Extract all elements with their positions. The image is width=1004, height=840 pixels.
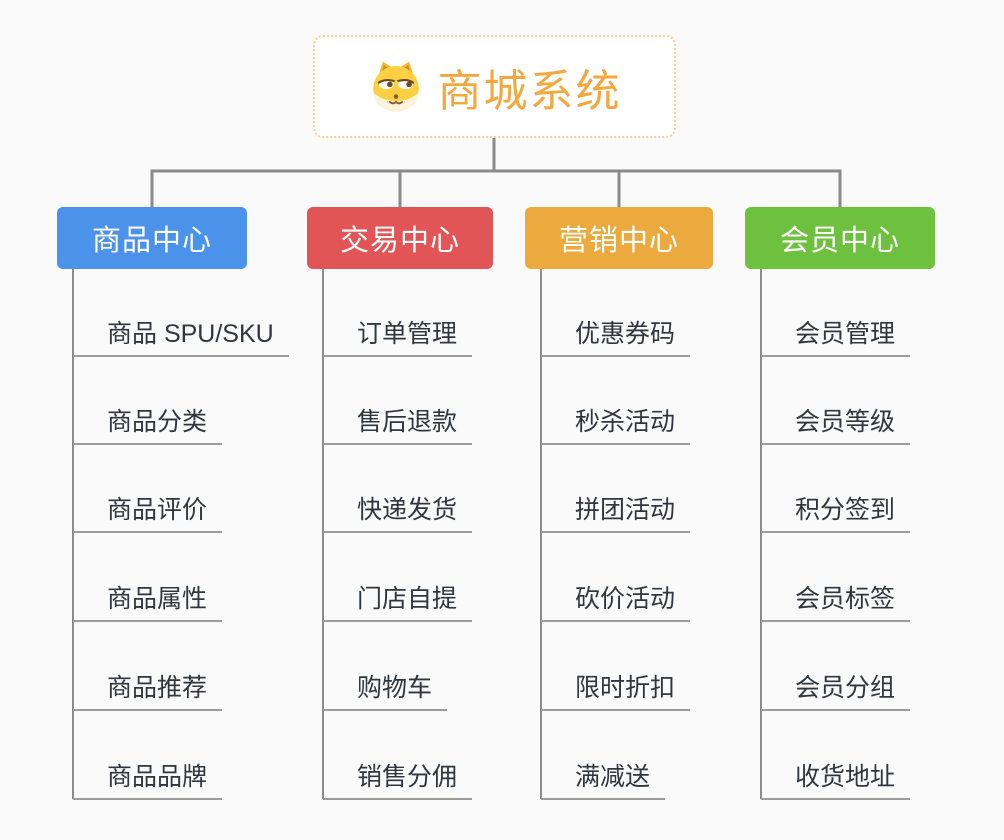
list-item[interactable]: 拼团活动 bbox=[541, 491, 691, 533]
list-item[interactable]: 商品品牌 bbox=[73, 758, 223, 800]
list-item[interactable]: 销售分佣 bbox=[323, 758, 473, 800]
list-item[interactable]: 会员标签 bbox=[761, 580, 911, 622]
root-node[interactable]: 商城系统 bbox=[313, 35, 676, 138]
page-title: 商城系统 bbox=[437, 66, 622, 116]
list-item[interactable]: 商品评价 bbox=[73, 491, 223, 533]
branch-node-marketing-center[interactable]: 营销中心 bbox=[525, 207, 713, 269]
dog-face-icon bbox=[372, 61, 419, 111]
list-item[interactable]: 门店自提 bbox=[323, 580, 473, 622]
list-item[interactable]: 售后退款 bbox=[323, 403, 473, 445]
list-item[interactable]: 优惠券码 bbox=[541, 315, 691, 357]
branch-node-product-center[interactable]: 商品中心 bbox=[57, 207, 247, 269]
list-item[interactable]: 商品属性 bbox=[73, 580, 223, 622]
branch-node-member-center[interactable]: 会员中心 bbox=[745, 207, 935, 269]
list-item[interactable]: 购物车 bbox=[323, 669, 448, 711]
list-item[interactable]: 会员管理 bbox=[761, 315, 911, 357]
list-item[interactable]: 会员等级 bbox=[761, 403, 911, 445]
list-item[interactable]: 收货地址 bbox=[761, 758, 911, 800]
list-item[interactable]: 满减送 bbox=[541, 758, 666, 800]
root-branch-connectors bbox=[150, 138, 842, 207]
branch-node-trade-center[interactable]: 交易中心 bbox=[307, 207, 493, 269]
list-item[interactable]: 商品推荐 bbox=[73, 669, 223, 711]
list-item[interactable]: 会员分组 bbox=[761, 669, 911, 711]
list-item[interactable]: 快递发货 bbox=[323, 491, 473, 533]
list-item[interactable]: 秒杀活动 bbox=[541, 403, 691, 445]
list-item[interactable]: 商品 SPU/SKU bbox=[73, 315, 289, 357]
list-item[interactable]: 商品分类 bbox=[73, 403, 223, 445]
list-item[interactable]: 积分签到 bbox=[761, 491, 911, 533]
list-item[interactable]: 砍价活动 bbox=[541, 580, 691, 622]
list-item[interactable]: 限时折扣 bbox=[541, 669, 691, 711]
list-item[interactable]: 订单管理 bbox=[323, 315, 473, 357]
